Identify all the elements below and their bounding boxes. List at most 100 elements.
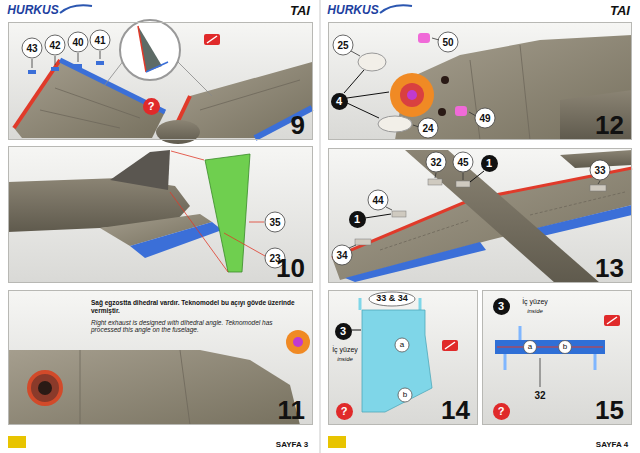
callout-number: 50 [442, 37, 453, 48]
page-number: SAYFA 3 [276, 441, 308, 450]
panel-line [530, 192, 625, 215]
wing-root [560, 90, 632, 140]
wing-blue-flap [255, 108, 312, 138]
point-letter: b [563, 343, 567, 352]
callout-number: 32 [430, 157, 441, 168]
panel-line [380, 220, 470, 250]
callout-ring [590, 160, 610, 180]
badge-text: ? [498, 406, 505, 417]
step-panel: Sağ egzostta dihedral vardır. Teknomodel… [8, 290, 313, 425]
panel-line [40, 110, 120, 128]
surface-note: inside [527, 308, 543, 315]
bar-part [495, 340, 605, 354]
leader-line [463, 173, 464, 180]
step-number: 12 [595, 112, 624, 138]
glue-icon [604, 315, 620, 326]
callout-number: 25 [337, 40, 348, 51]
glue-icon-mark [607, 317, 617, 324]
exhaust-part [378, 116, 412, 132]
glue-icon [442, 340, 458, 351]
point-letter: a [400, 341, 404, 350]
callout-ring [418, 118, 438, 138]
leader-line [470, 171, 484, 182]
step-panel: 10 [8, 146, 313, 283]
leader-line [249, 222, 264, 223]
panel-ground [8, 146, 313, 283]
panel-ground [328, 22, 632, 140]
part-badge: 1 [481, 155, 498, 172]
leader-line [349, 245, 356, 248]
part-badge: 3 [493, 298, 510, 315]
leader-line [32, 59, 33, 68]
glue-line [497, 347, 603, 348]
step-number: 11 [278, 397, 306, 423]
step-panel: 9? [8, 22, 313, 140]
callout-number: 41 [94, 35, 105, 46]
wing-red-edge [14, 60, 60, 128]
maker-logo: TAI [610, 4, 630, 18]
small-part [51, 67, 59, 71]
step-number: 10 [276, 255, 305, 281]
part-badge: 4 [331, 93, 348, 110]
callout-ring [368, 190, 388, 210]
callout-number: 33 & 34 [376, 294, 408, 304]
panel-ground [8, 290, 313, 425]
panel-line [80, 350, 81, 425]
small-part [74, 64, 82, 68]
leader-line [344, 70, 364, 93]
rudder-part [205, 154, 250, 272]
callout-ring [332, 245, 352, 265]
panel-ground [328, 290, 478, 425]
exhaust-hole [438, 108, 446, 116]
callout-number: 34 [336, 250, 347, 261]
callout-ring [265, 212, 285, 232]
part-tab [419, 298, 422, 310]
callout-number: 33 [594, 165, 605, 176]
panel-ground [328, 148, 632, 283]
leader-line [55, 56, 56, 65]
step-number: 9 [291, 112, 305, 138]
leader-line [224, 233, 265, 256]
assembly-note: Sağ egzostta dihedral vardır. Teknomodel… [91, 299, 296, 315]
panel-line [180, 350, 190, 425]
wingtip-detail [138, 26, 162, 72]
surface-note: inside [337, 356, 353, 363]
page-number: SAYFA 4 [596, 441, 628, 450]
callout-ring [475, 108, 495, 128]
leader-line [78, 53, 79, 62]
step-panel: 1311 [328, 148, 632, 283]
propeller-hub [286, 330, 310, 354]
glue-icon-mark [207, 36, 217, 43]
cowling-panel-part [362, 310, 432, 412]
leader-line [386, 207, 392, 210]
callout-number: 24 [422, 123, 433, 134]
small-part [355, 239, 371, 245]
spinner [390, 73, 434, 117]
callout-number: 40 [72, 37, 83, 48]
surface-note: İç yüzey [332, 346, 358, 354]
leader-line [598, 181, 600, 184]
elevator-part [130, 222, 222, 258]
panel-line [55, 88, 140, 118]
badge-text: 4 [336, 96, 342, 107]
callout-number: 49 [479, 113, 490, 124]
callout-ring [398, 388, 412, 402]
badge-text: 1 [486, 158, 492, 169]
leader-line [540, 358, 541, 387]
exhaust-hole [441, 76, 449, 84]
small-part [96, 61, 104, 65]
part-peg [519, 326, 522, 340]
callout-ring [395, 338, 409, 352]
detail-line [138, 26, 146, 72]
badge-text: 3 [340, 326, 346, 337]
small-part [28, 70, 36, 74]
spinner-center [407, 90, 417, 100]
leader-line [365, 214, 391, 218]
glue-icon-mark [445, 342, 455, 349]
point-letter: b [403, 391, 407, 400]
part-peg [504, 354, 507, 370]
callout-number: 44 [372, 195, 383, 206]
callout-number: 43 [26, 43, 37, 54]
